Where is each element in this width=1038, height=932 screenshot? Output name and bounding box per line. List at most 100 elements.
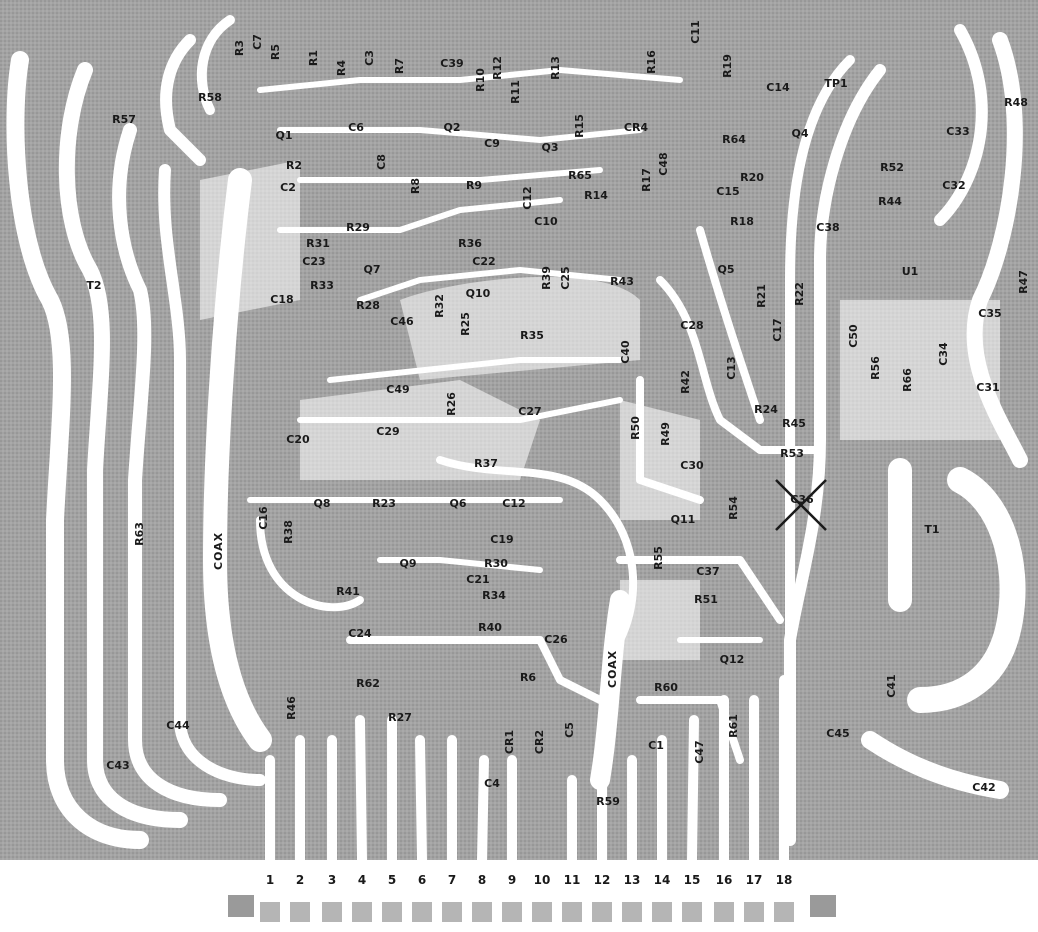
component-label-r52: R52: [880, 161, 904, 174]
pin-number-13: 13: [624, 873, 641, 887]
connector-finger: [412, 902, 432, 922]
component-label-r32: R32: [433, 294, 446, 318]
component-label-r24: R24: [754, 403, 778, 416]
traces: [6, 15, 1028, 865]
component-label-r6: R6: [520, 671, 536, 684]
component-label-r50: R50: [629, 416, 642, 440]
component-label-c37: C37: [696, 565, 719, 578]
component-label-r48: R48: [1004, 96, 1028, 109]
component-label-c8: C8: [375, 154, 388, 170]
coax-label-left: COAX: [212, 532, 225, 570]
component-label-c6: C6: [348, 121, 364, 134]
component-label-r51: R51: [694, 593, 718, 606]
component-label-c47: C47: [693, 740, 706, 763]
component-label-c41: C41: [885, 674, 898, 697]
component-label-r62: R62: [356, 677, 380, 690]
component-label-r4: R4: [335, 60, 348, 76]
component-label-c18: C18: [270, 293, 293, 306]
component-label-c25: C25: [559, 266, 572, 289]
component-label-c5: C5: [563, 722, 576, 738]
component-label-r66: R66: [901, 368, 914, 392]
connector-finger: [352, 902, 372, 922]
component-label-r19: R19: [721, 54, 734, 78]
connector-finger: [532, 902, 552, 922]
component-label-q2: Q2: [443, 121, 460, 134]
component-label-t2: T2: [86, 279, 101, 292]
component-label-c34: C34: [937, 342, 950, 366]
component-label-c43: C43: [106, 759, 129, 772]
connector-finger: [622, 902, 642, 922]
component-label-c32: C32: [942, 179, 965, 192]
component-label-r44: R44: [878, 195, 902, 208]
component-label-r59: R59: [596, 795, 620, 808]
component-label-c46: C46: [390, 315, 414, 328]
connector-finger: [382, 902, 402, 922]
component-label-c26: C26: [544, 633, 568, 646]
component-label-u1: U1: [902, 265, 919, 278]
component-label-r18: R18: [730, 215, 754, 228]
component-label-c16: C16: [257, 506, 270, 530]
connector-finger: [714, 902, 734, 922]
component-label-r56: R56: [869, 356, 882, 380]
component-label-r63: R63: [133, 522, 146, 546]
pin-number-2: 2: [296, 873, 304, 887]
component-label-c17: C17: [771, 318, 784, 341]
component-label-r1: R1: [307, 50, 320, 66]
component-label-r22: R22: [793, 282, 806, 306]
component-label-c50: C50: [847, 324, 860, 348]
pin-number-3: 3: [328, 873, 336, 887]
component-label-c29: C29: [376, 425, 399, 438]
component-label-r53: R53: [780, 447, 804, 460]
component-label-c44: C44: [166, 719, 190, 732]
component-label-r2: R2: [286, 159, 302, 172]
component-label-r39: R39: [540, 266, 553, 290]
component-label-c19: C19: [490, 533, 513, 546]
component-label-c31: C31: [976, 381, 999, 394]
component-label-c12: C12: [521, 186, 534, 209]
component-label-c28: C28: [680, 319, 703, 332]
connector-finger: [652, 902, 672, 922]
component-label-r15: R15: [573, 114, 586, 138]
component-label-r28: R28: [356, 299, 380, 312]
component-label-c23: C23: [302, 255, 325, 268]
component-label-c11: C11: [689, 20, 702, 43]
component-label-c24: C24: [348, 627, 372, 640]
component-label-c48: C48: [657, 152, 670, 175]
component-label-r35: R35: [520, 329, 544, 342]
component-label-r31: R31: [306, 237, 330, 250]
pin-number-8: 8: [478, 873, 486, 887]
component-label-c2: C2: [280, 181, 296, 194]
component-label-r37: R37: [474, 457, 498, 470]
component-label-r58: R58: [198, 91, 222, 104]
cross-mark: [775, 479, 827, 531]
pin-number-12: 12: [594, 873, 611, 887]
component-label-r10: R10: [474, 68, 487, 92]
component-label-r9: R9: [466, 179, 482, 192]
component-label-r27: R27: [388, 711, 412, 724]
component-label-r3: R3: [233, 40, 246, 56]
component-label-c39: C39: [440, 57, 463, 70]
component-label-r57: R57: [112, 113, 136, 126]
component-label-c27: C27: [518, 405, 541, 418]
connector-finger: [774, 902, 794, 922]
component-label-r42: R42: [679, 370, 692, 394]
component-label-q12: Q12: [720, 653, 745, 666]
component-label-c35: C35: [978, 307, 1001, 320]
connector-finger: [260, 902, 280, 922]
pin-number-15: 15: [684, 873, 701, 887]
component-label-c22: C22: [472, 255, 495, 268]
connector-finger: [290, 902, 310, 922]
connector-finger: [322, 902, 342, 922]
component-label-r30: R30: [484, 557, 508, 570]
pin-number-7: 7: [448, 873, 456, 887]
pin-number-6: 6: [418, 873, 426, 887]
component-label-q4: Q4: [791, 127, 808, 140]
connector-finger: [562, 902, 582, 922]
component-label-r41: R41: [336, 585, 360, 598]
pin-number-5: 5: [388, 873, 396, 887]
connector-finger: [472, 902, 492, 922]
pin-number-18: 18: [776, 873, 793, 887]
component-label-r17: R17: [640, 168, 653, 192]
component-label-r23: R23: [372, 497, 396, 510]
